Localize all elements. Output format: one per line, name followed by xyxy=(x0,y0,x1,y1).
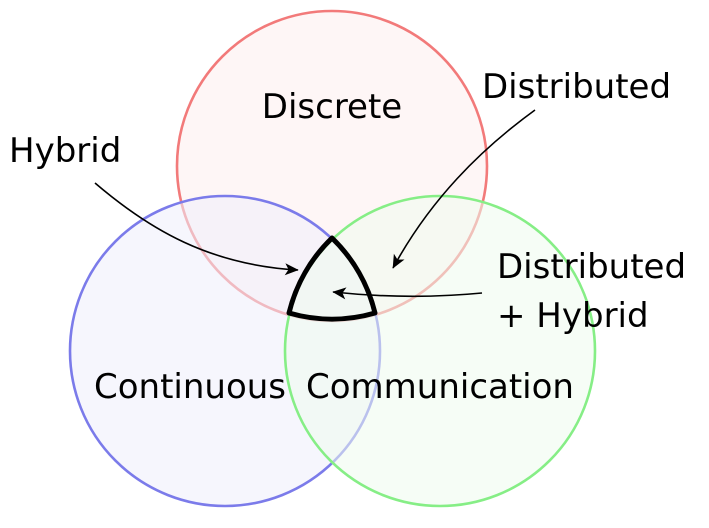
distributed-label: Distributed xyxy=(482,67,671,107)
continuous-label: Continuous xyxy=(94,367,286,407)
distributed-hybrid-label-line2: + Hybrid xyxy=(497,296,649,336)
distributed-arrow xyxy=(392,109,536,269)
communication-label: Communication xyxy=(306,367,574,407)
distributed-hybrid-arrow xyxy=(332,287,483,300)
hybrid-arrow xyxy=(94,182,299,276)
distributed-hybrid-label-line1: Distributed xyxy=(497,247,686,287)
triple-intersection-outline xyxy=(286,235,378,322)
communication-circle xyxy=(283,194,597,508)
hybrid-label: Hybrid xyxy=(9,131,121,171)
discrete-label: Discrete xyxy=(262,87,402,127)
